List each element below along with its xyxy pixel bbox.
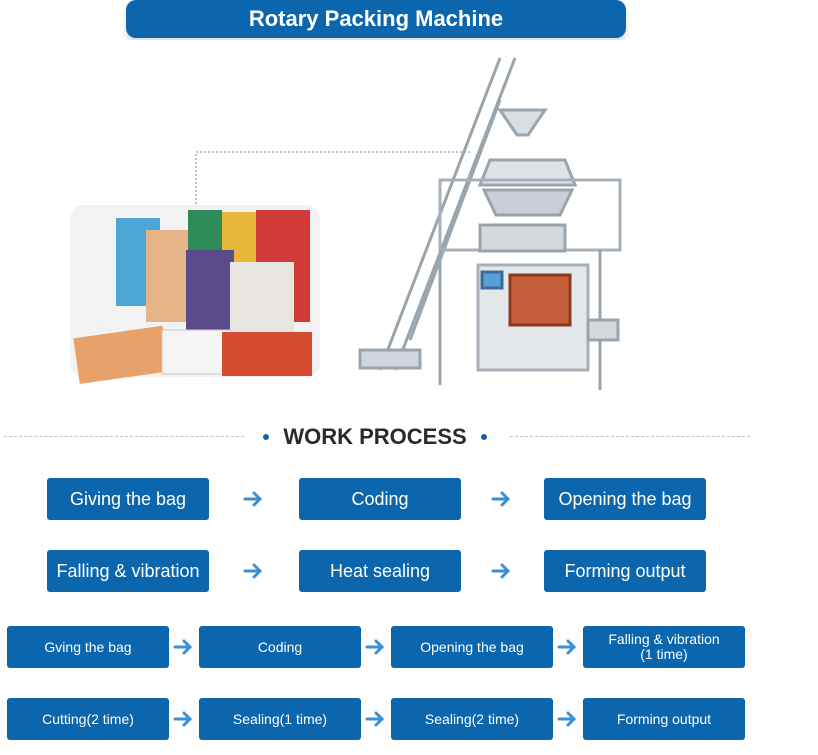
arrow-icon <box>365 639 385 655</box>
step-coding: Coding <box>299 478 461 520</box>
arrow-icon <box>365 711 385 727</box>
step-gving-the-bag: Gving the bag <box>7 626 169 668</box>
arrow-icon <box>491 491 511 507</box>
arrow-icon <box>243 491 263 507</box>
pouches-image <box>70 205 320 384</box>
product-illustration <box>0 40 818 420</box>
step-opening-the-bag-small: Opening the bag <box>391 626 553 668</box>
step-forming-output-small: Forming output <box>583 698 745 740</box>
step-falling-vibration: Falling & vibration <box>47 550 209 592</box>
arrow-icon <box>243 563 263 579</box>
bullet-icon <box>480 434 487 440</box>
arrow-icon <box>557 711 577 727</box>
bullet-icon <box>263 434 270 440</box>
arrow-icon <box>173 711 193 727</box>
divider-left <box>4 436 244 437</box>
step-falling-vibration-small: Falling & vibration (1 time) <box>583 626 745 668</box>
arrow-icon <box>557 639 577 655</box>
step-forming-output: Forming output <box>544 550 706 592</box>
machine-image <box>358 57 622 390</box>
work-process-title: WORK PROCESS <box>283 424 467 449</box>
step-coding-small: Coding <box>199 626 361 668</box>
step-opening-the-bag: Opening the bag <box>544 478 706 520</box>
step-sealing-1: Sealing(1 time) <box>199 698 361 740</box>
step-giving-the-bag: Giving the bag <box>47 478 209 520</box>
page-title: Rotary Packing Machine <box>126 0 626 38</box>
step-heat-sealing: Heat sealing <box>299 550 461 592</box>
divider-right <box>510 436 750 437</box>
work-process-heading: WORK PROCESS <box>240 423 510 451</box>
step-sealing-2: Sealing(2 time) <box>391 698 553 740</box>
arrow-icon <box>173 639 193 655</box>
step-cutting: Cutting(2 time) <box>7 698 169 740</box>
arrow-icon <box>491 563 511 579</box>
